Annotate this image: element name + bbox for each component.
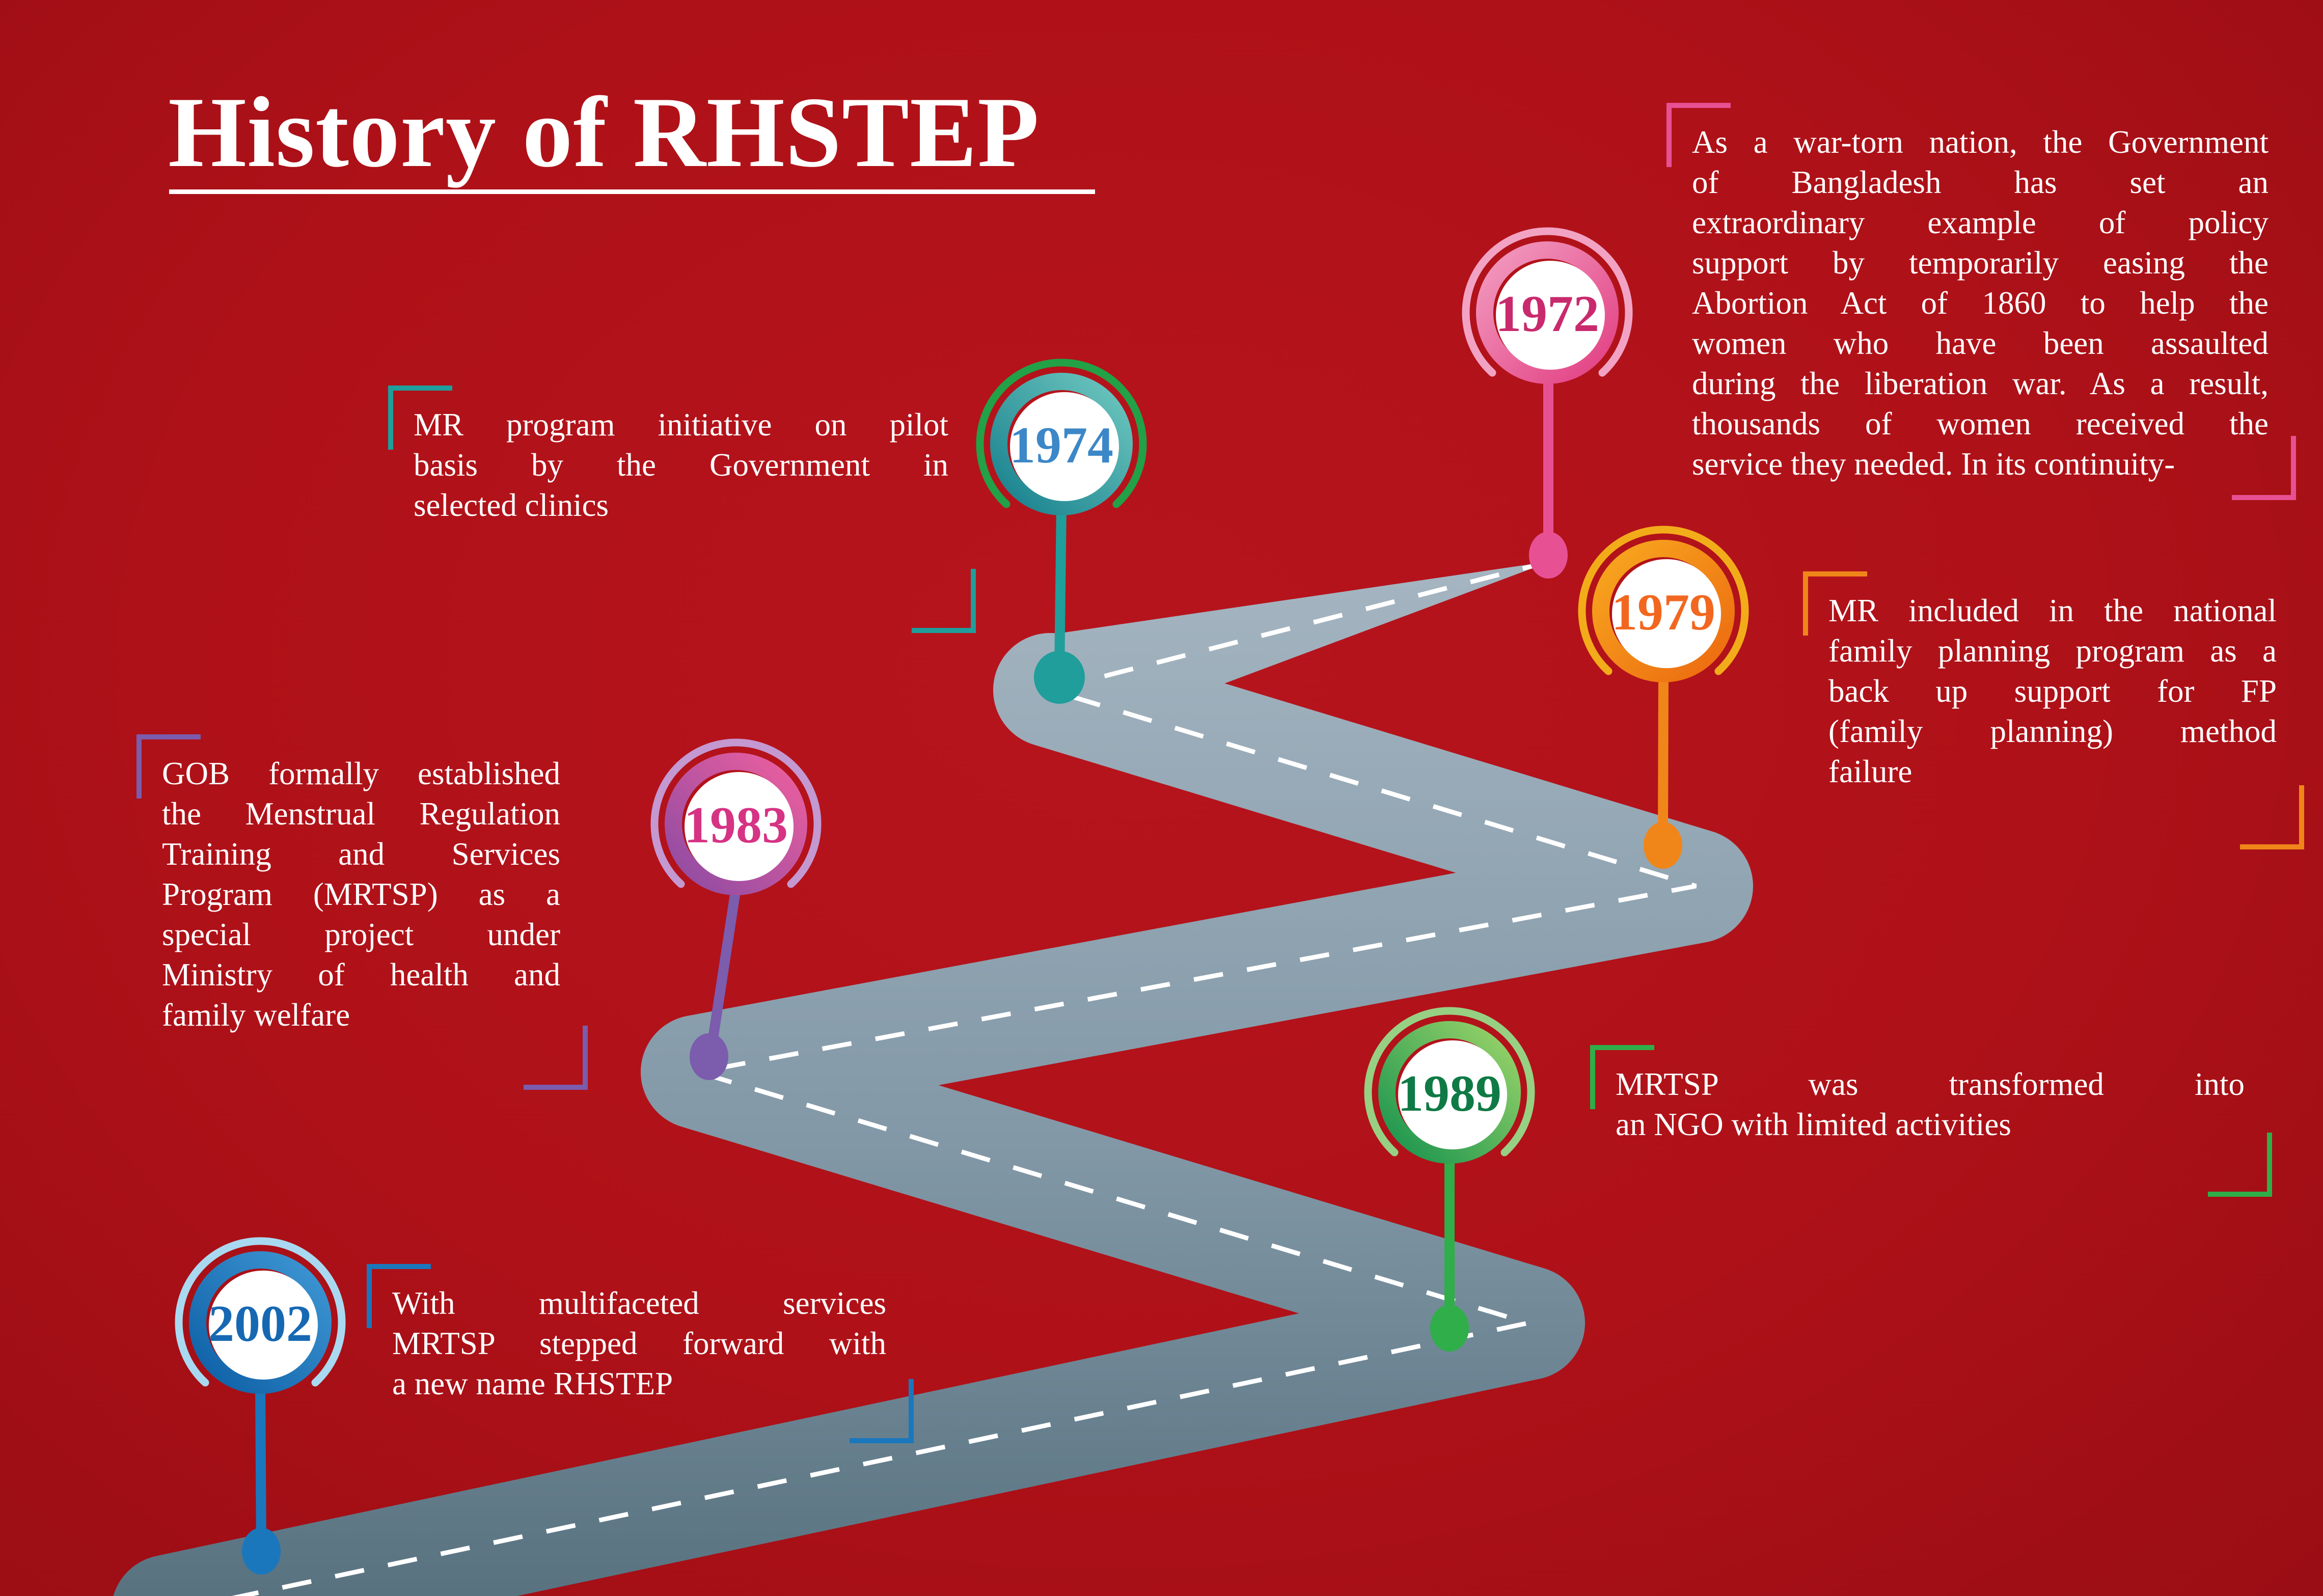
text-line: thousands of women received the bbox=[1692, 406, 2269, 442]
stem-foot-1979 bbox=[1644, 822, 1682, 869]
badge-face-2002 bbox=[209, 1271, 318, 1380]
stem-2002 bbox=[255, 1382, 266, 1553]
year-label-1974: 1974 bbox=[1009, 417, 1113, 474]
badge-arc-1983 bbox=[650, 738, 822, 888]
text-line: basis by the Government in bbox=[414, 447, 948, 483]
badge-ring-1983 bbox=[665, 753, 807, 895]
text-line: (family planning) method bbox=[1828, 713, 2277, 749]
badge-ring-1974 bbox=[990, 373, 1133, 515]
text-line: special project under bbox=[162, 917, 560, 952]
stem-foot-1983 bbox=[690, 1033, 728, 1080]
text-block-1972: As a war-torn nation, the Government of … bbox=[1666, 103, 2296, 500]
year-label-1983: 1983 bbox=[684, 796, 788, 854]
badge-face-1979 bbox=[1612, 559, 1721, 668]
text-line: MR program initiative on pilot bbox=[414, 407, 948, 443]
text-line: service they needed. In its continuity- bbox=[1692, 446, 2175, 482]
badge-arc-1972 bbox=[1462, 227, 1633, 377]
marker-2002 bbox=[175, 1237, 346, 1575]
badge-face-1974 bbox=[1010, 392, 1119, 501]
text-block-2002: With multifaceted services MRTSP stepped… bbox=[367, 1264, 914, 1443]
text-line: during the liberation war. As a result, bbox=[1692, 366, 2269, 401]
stem-foot-2002 bbox=[242, 1528, 281, 1575]
text-line: failure bbox=[1828, 754, 1912, 789]
stem-foot-1989 bbox=[1430, 1305, 1469, 1352]
badge-ring-1989 bbox=[1378, 1021, 1521, 1164]
text-block-1989: MRTSP was transformed into an NGO with l… bbox=[1590, 1045, 2272, 1197]
text-line: of Bangladesh has set an bbox=[1692, 164, 2269, 200]
text-line: selected clinics bbox=[414, 487, 609, 523]
text-line: family planning program as a bbox=[1828, 633, 2277, 669]
text-block-1983: GOB formally established the Menstrual R… bbox=[136, 734, 588, 1090]
text-line: women who have been assaulted bbox=[1692, 325, 2269, 361]
text-block-1974: MR program initiative on pilot basis by … bbox=[388, 386, 976, 633]
text-line: As a war-torn nation, the Government bbox=[1692, 124, 2269, 160]
text-line: MRTSP stepped forward with bbox=[392, 1326, 886, 1361]
text-line: a new name RHSTEP bbox=[392, 1366, 673, 1401]
badge-face-1972 bbox=[1496, 261, 1605, 370]
text-line: With multifaceted services bbox=[392, 1285, 886, 1321]
text-line: extraordinary example of policy bbox=[1692, 205, 2269, 240]
marker-1974 bbox=[976, 359, 1147, 704]
marker-1979 bbox=[1578, 526, 1749, 869]
stem-foot-1974 bbox=[1034, 651, 1085, 704]
text-line: Abortion Act of 1860 to help the bbox=[1692, 285, 2269, 321]
badge-ring-1979 bbox=[1592, 540, 1735, 682]
year-label-1989: 1989 bbox=[1398, 1065, 1501, 1122]
stem-1983 bbox=[706, 883, 741, 1057]
title-underline bbox=[169, 189, 1095, 194]
badge-ring-2002 bbox=[189, 1251, 332, 1394]
badge-arc-1974 bbox=[976, 359, 1147, 508]
text-line: Ministry of health and bbox=[162, 957, 560, 993]
badge-ring-1972 bbox=[1476, 241, 1619, 384]
marker-1989 bbox=[1364, 1007, 1535, 1352]
text-line: support by temporarily easing the bbox=[1692, 245, 2269, 281]
page-title: History of RHSTEP bbox=[168, 76, 1040, 188]
text-line: family welfare bbox=[162, 997, 350, 1033]
stem-foot-1972 bbox=[1529, 532, 1568, 579]
badge-arc-2002 bbox=[175, 1237, 346, 1387]
badge-arc-1979 bbox=[1578, 526, 1749, 675]
marker-1972 bbox=[1462, 227, 1633, 579]
text-line: MRTSP was transformed into bbox=[1616, 1066, 2245, 1102]
year-label-2002: 2002 bbox=[208, 1295, 312, 1353]
badge-arc-1989 bbox=[1364, 1007, 1535, 1157]
badge-face-1983 bbox=[685, 772, 794, 881]
year-label-1972: 1972 bbox=[1495, 285, 1599, 343]
stem-1974 bbox=[1054, 503, 1067, 677]
text-line: the Menstrual Regulation bbox=[162, 796, 560, 832]
badge-face-1989 bbox=[1398, 1040, 1507, 1149]
marker-1983 bbox=[650, 738, 822, 1080]
road-centerline bbox=[231, 559, 1697, 1596]
text-line: Program (MRTSP) as a bbox=[162, 876, 560, 912]
text-line: back up support for FP bbox=[1828, 673, 2277, 709]
text-block-1979: MR included in the national family plann… bbox=[1803, 571, 2304, 849]
text-line: Training and Services bbox=[162, 836, 560, 872]
text-line: GOB formally established bbox=[162, 756, 560, 791]
text-line: MR included in the national bbox=[1828, 593, 2277, 628]
year-label-1979: 1979 bbox=[1611, 584, 1715, 641]
text-line: an NGO with limited activities bbox=[1616, 1107, 2011, 1142]
